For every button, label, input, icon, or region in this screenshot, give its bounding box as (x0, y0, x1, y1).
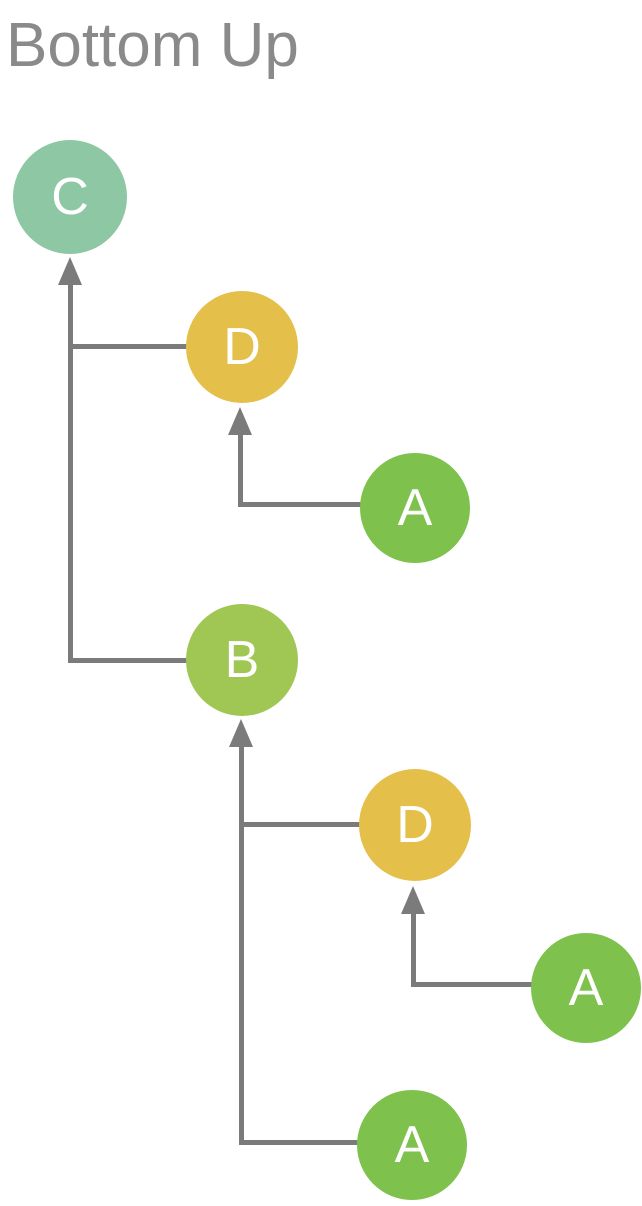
node-a2-label: A (568, 959, 604, 1017)
connector-a2-d2-vertical (411, 912, 416, 985)
connector-branch-d1 (68, 344, 187, 349)
node-c-label: C (51, 168, 89, 226)
node-a3: A (357, 1090, 467, 1200)
connector-branch-d2 (239, 822, 360, 827)
connector-trunk-to-b (239, 745, 244, 1145)
connector-trunk-to-c (68, 283, 73, 663)
node-b-label: B (224, 631, 260, 689)
arrowhead-into-c (58, 257, 82, 285)
node-c: C (13, 140, 127, 254)
node-d1-label: D (223, 318, 261, 376)
connector-branch-b (68, 658, 187, 663)
connector-a1-d1-horizontal (238, 502, 362, 507)
node-a1-label: A (397, 479, 433, 537)
node-d2: D (359, 769, 471, 881)
arrowhead-into-b (229, 719, 253, 747)
node-a2: A (531, 933, 641, 1043)
diagram-title: Bottom Up (6, 11, 299, 80)
node-b: B (186, 604, 298, 716)
node-a3-label: A (394, 1116, 430, 1174)
node-d2-label: D (396, 796, 434, 854)
node-d1: D (186, 291, 298, 403)
connector-a2-d2-horizontal (411, 982, 533, 987)
arrowhead-into-d1 (228, 407, 252, 435)
connector-branch-a3 (239, 1140, 359, 1145)
connector-a1-d1-vertical (238, 433, 243, 507)
node-a1: A (360, 453, 470, 563)
arrowhead-into-d2 (401, 886, 425, 914)
